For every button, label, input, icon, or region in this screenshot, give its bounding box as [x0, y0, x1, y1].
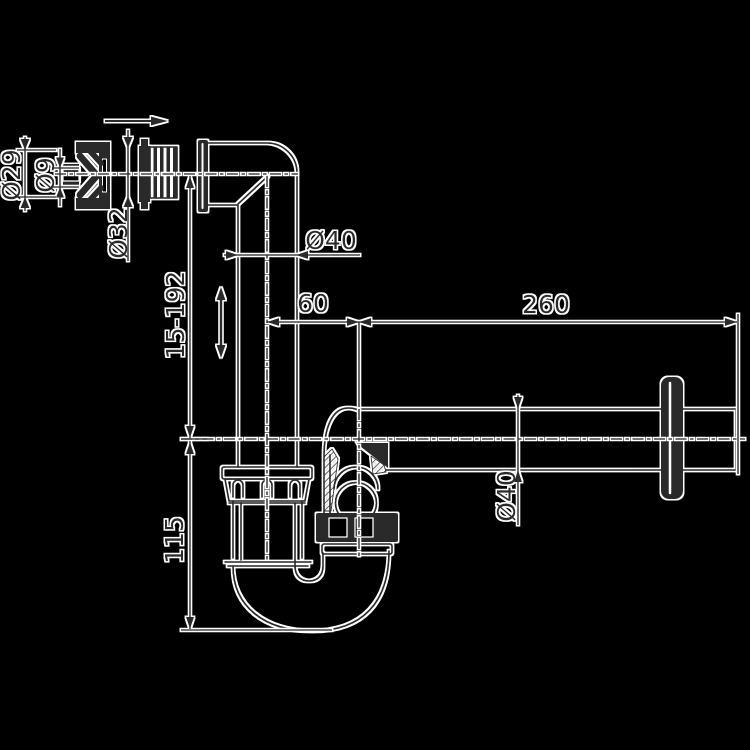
dim-label-riser-to-outlet-offset: 60 [297, 289, 329, 318]
dim-label-adjustable-height-range: 15-192 [161, 271, 190, 360]
dim-label-riser-pipe-diameter: Ø40 [305, 226, 357, 255]
insert-chevron [76, 152, 101, 199]
outlet-pipe-and-flange [356, 377, 737, 499]
dim-label-outlet-pipe-diameter: Ø40 [492, 470, 521, 522]
dim-label-detail-sleeve-diameter: Ø32 [104, 207, 133, 259]
detail-view-connector [62, 139, 178, 209]
outlet-dome [323, 407, 359, 514]
product-geometry [62, 139, 737, 632]
arrowheads [20, 116, 737, 629]
u-bend [232, 550, 390, 632]
dim-label-detail-outer-diameter: Ø29 [0, 149, 26, 201]
dim-label-trap-depth: 115 [160, 516, 189, 564]
height-adjust-arrowhead-up [216, 287, 226, 300]
dim-label-outlet-pipe-length: 260 [522, 290, 570, 319]
wall-rosette [661, 377, 683, 499]
centerlines [55, 173, 745, 560]
dimension-annotations: Ø29 Ø9 Ø32 Ø40 15-192 60 260 Ø40 115 [0, 116, 745, 631]
dim-label-detail-bore-diameter: Ø9 [31, 157, 60, 193]
flow-direction-arrowhead [151, 116, 168, 126]
inlet-elbow-and-riser [198, 140, 298, 468]
trap-body [221, 407, 398, 632]
height-adjust-arrowhead-down [216, 345, 226, 358]
